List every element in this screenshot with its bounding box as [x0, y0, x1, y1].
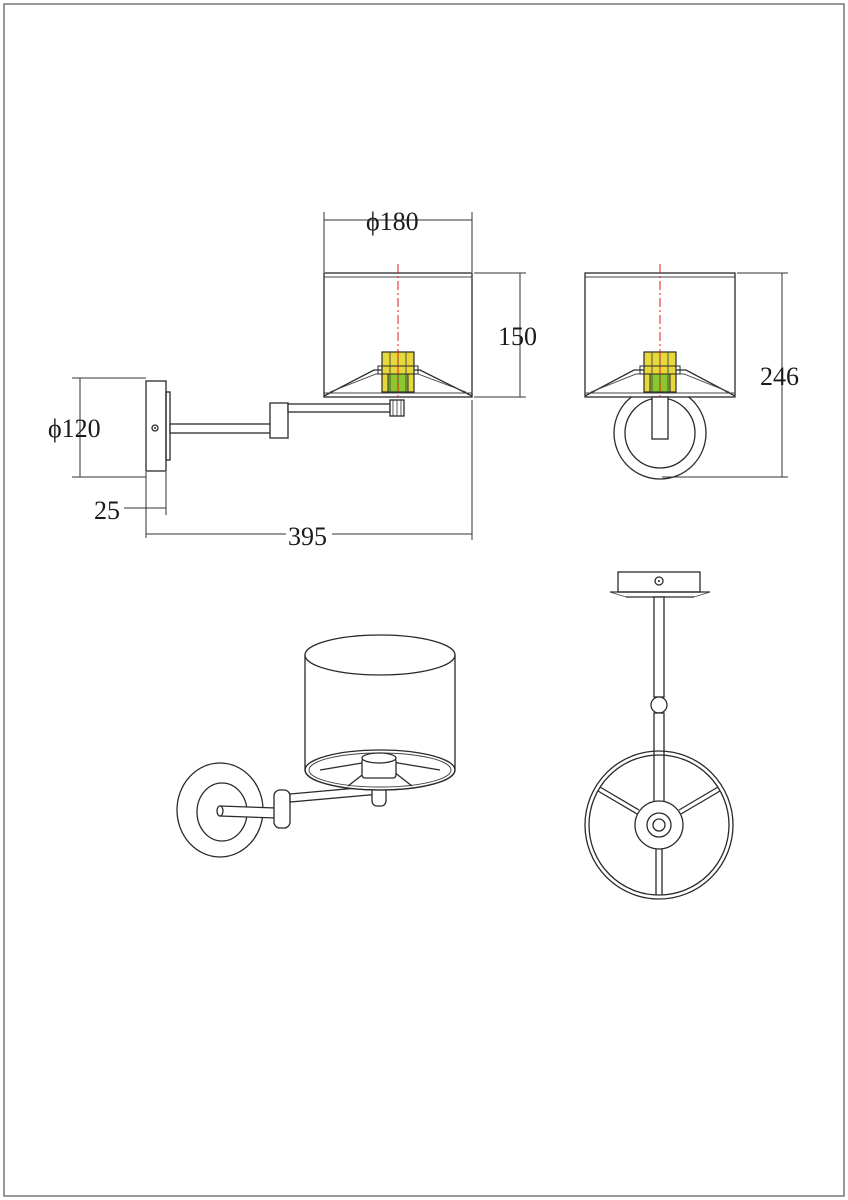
top-lamp-holder — [634, 800, 684, 850]
side-view: ϕ180 150 ϕ120 25 395 — [48, 207, 537, 551]
dim-total-height: 246 — [760, 362, 799, 391]
arm-inner — [169, 423, 273, 434]
top-arm — [653, 596, 665, 698]
dim-shade-height: 150 — [498, 322, 537, 351]
top-view — [584, 571, 734, 900]
plate-screw — [151, 424, 159, 432]
top-arm-joint — [650, 696, 668, 714]
dim-base-depth: 25 — [94, 496, 120, 525]
perspective-view — [176, 634, 456, 858]
arm-joint — [269, 402, 289, 439]
dim-shade-diameter: ϕ180 — [366, 207, 419, 236]
drawing-frame — [3, 3, 845, 1197]
arm-outer — [287, 403, 391, 413]
dim-total-projection: 395 — [288, 522, 327, 551]
dim-base-diameter: ϕ120 — [48, 414, 101, 443]
persp-shade-top — [304, 634, 456, 676]
front-view: 246 — [584, 264, 799, 480]
wall-plate — [145, 380, 167, 472]
top-shade-ring — [584, 750, 734, 900]
